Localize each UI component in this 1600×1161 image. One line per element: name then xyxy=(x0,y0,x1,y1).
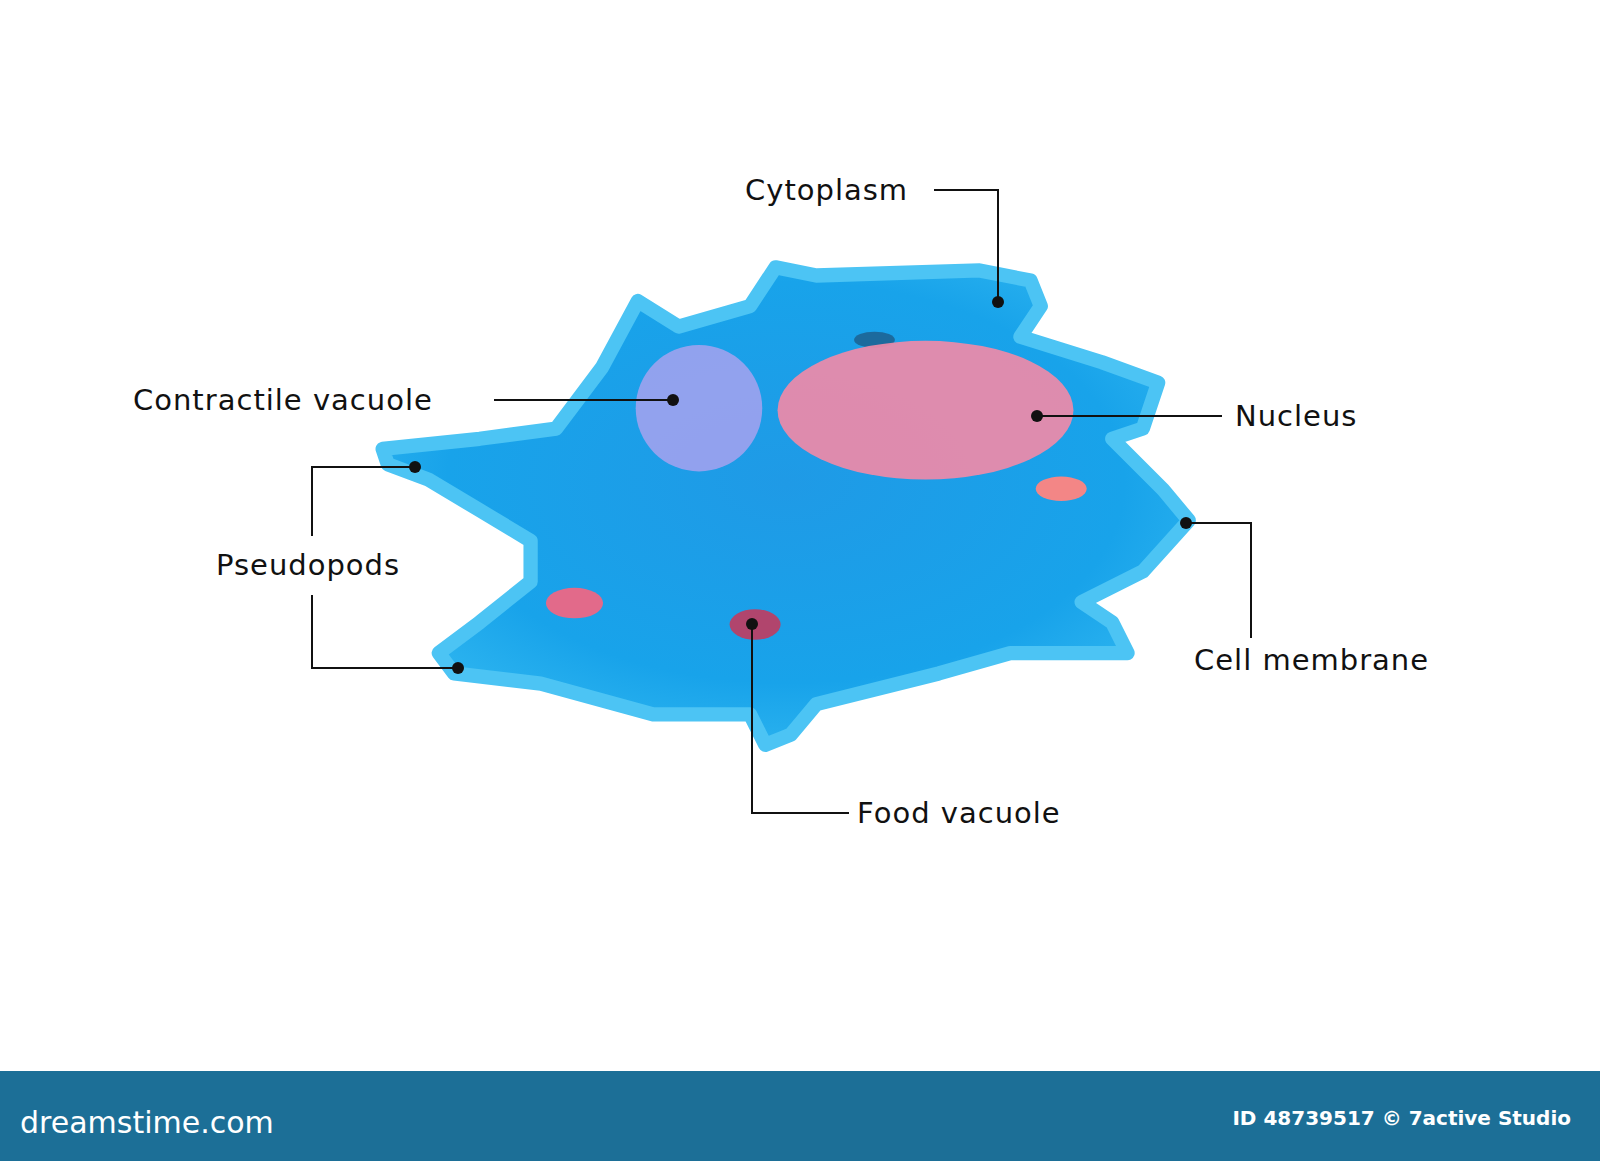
footer-bar xyxy=(0,1071,1600,1161)
leader-lines xyxy=(312,190,1251,813)
leader-dots xyxy=(409,296,1192,674)
part-label: Pseudopods xyxy=(216,548,400,582)
part-label: Nucleus xyxy=(1235,399,1357,433)
part-label: Cytoplasm xyxy=(745,173,908,207)
watermark: ID 48739517 © 7active Studio xyxy=(1232,1106,1571,1130)
part-label: Cell membrane xyxy=(1194,643,1429,677)
part-label: Food vacuole xyxy=(857,796,1061,830)
watermark: dreamstime.com xyxy=(20,1105,274,1140)
part-label: Contractile vacuole xyxy=(133,383,433,417)
amoeba-body xyxy=(383,267,1189,745)
